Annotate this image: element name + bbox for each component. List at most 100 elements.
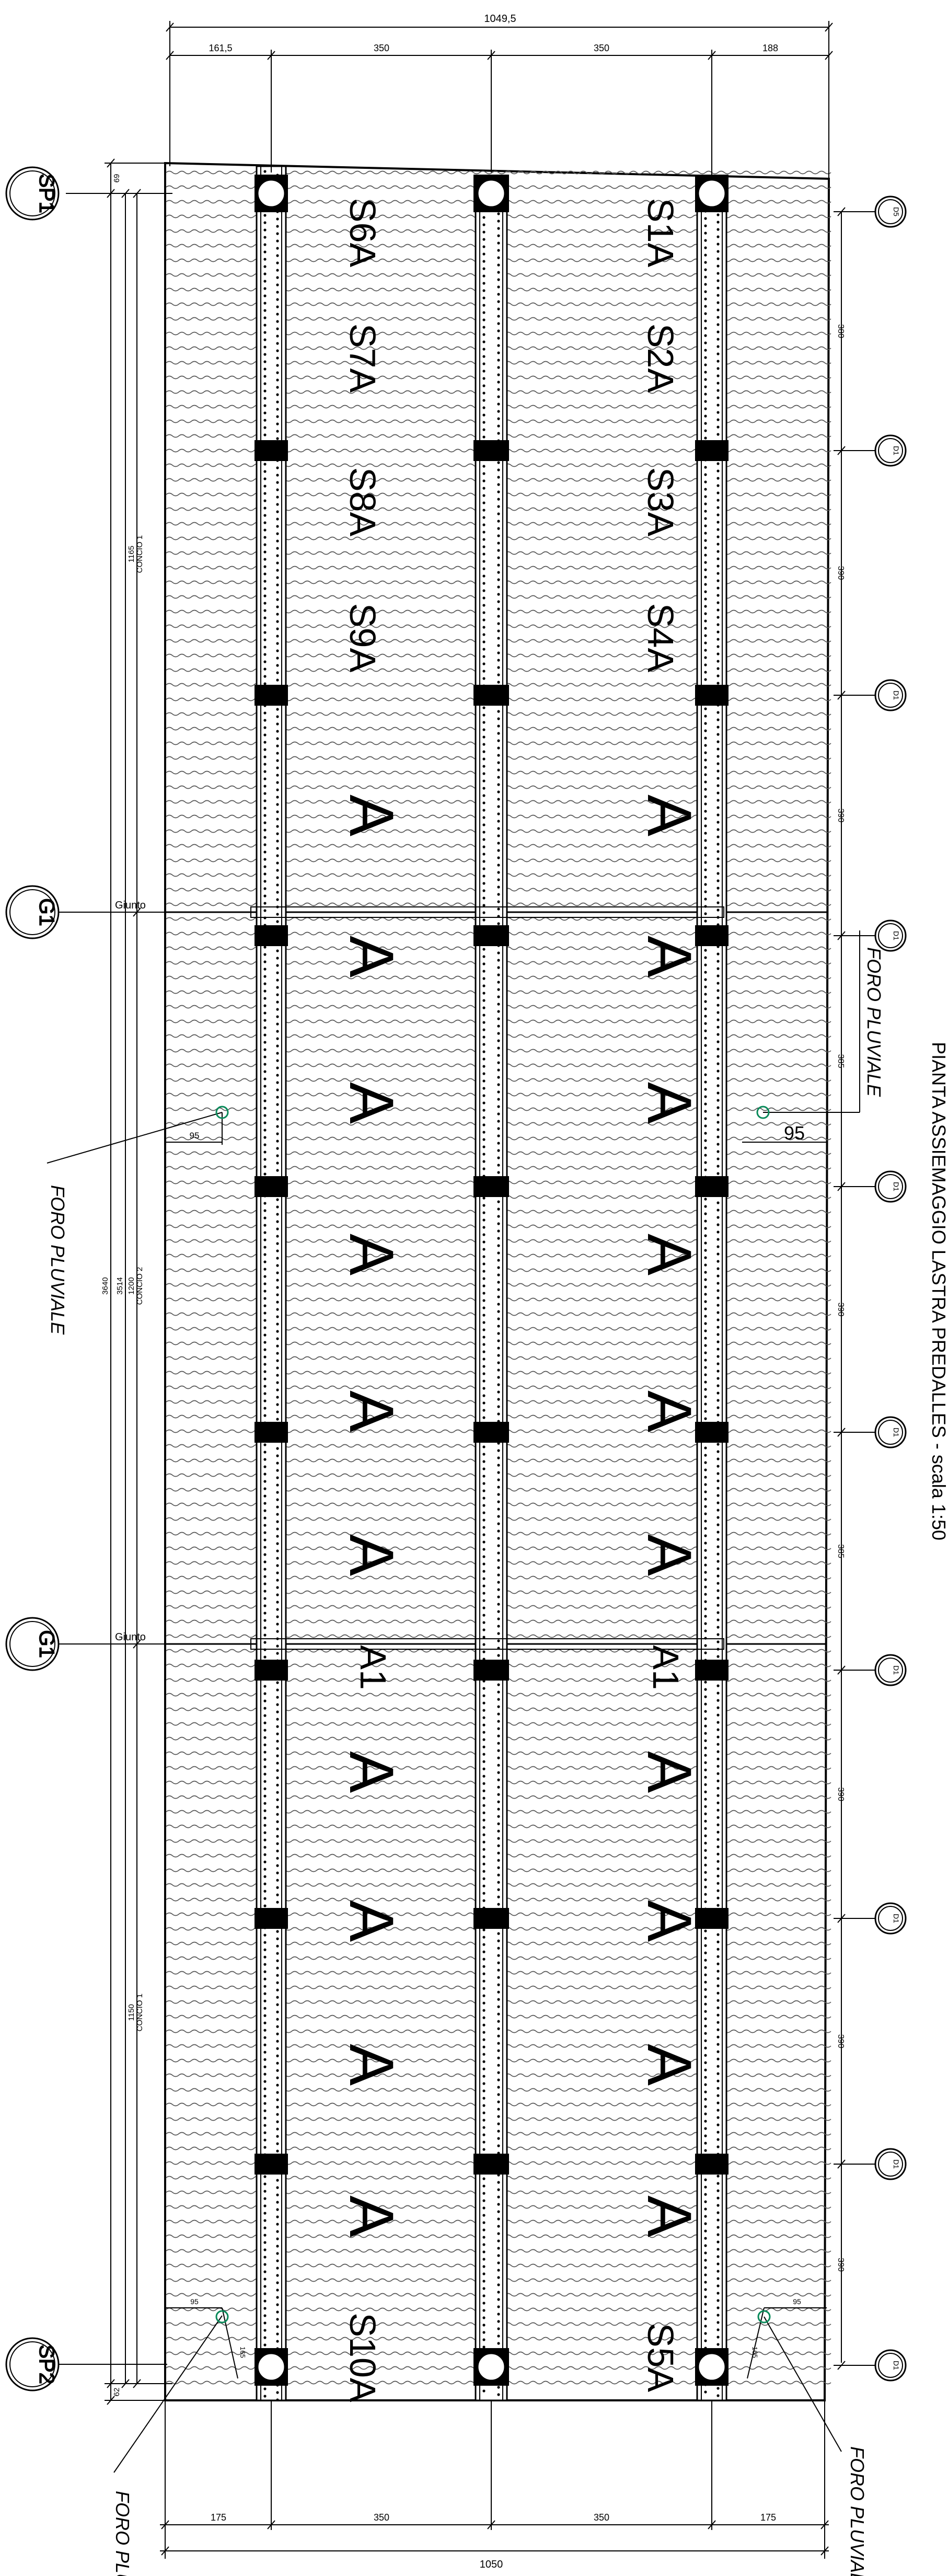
- beam-stud: [704, 312, 707, 315]
- beam-stud: [716, 1201, 720, 1204]
- beam-stud: [716, 1348, 720, 1351]
- beam-stud: [716, 1392, 720, 1395]
- beam-stud: [482, 779, 485, 783]
- beam-stud: [497, 1383, 500, 1386]
- beam-stud: [716, 2057, 720, 2061]
- beam-stud: [276, 730, 279, 733]
- beam-stud: [482, 1709, 485, 1712]
- beam-stud: [497, 1837, 500, 1840]
- beam-stud: [263, 1524, 267, 1527]
- beam-stud: [716, 791, 720, 795]
- beam-stud: [276, 1579, 279, 1582]
- beam-stud: [704, 268, 707, 271]
- beam-stud: [704, 1373, 707, 1376]
- beam-stud: [704, 1703, 707, 1706]
- beam-stud: [263, 499, 267, 502]
- beam-stud: [497, 1046, 500, 1050]
- beam-stud: [263, 1860, 267, 1864]
- dim-left-bottom-small: 62: [112, 2388, 121, 2397]
- beam-stud: [497, 2181, 500, 2184]
- beam-stud: [497, 966, 500, 969]
- beam-stud: [716, 799, 720, 802]
- beam-stud: [276, 356, 279, 360]
- beam-stud: [704, 2127, 707, 2130]
- beam-stud: [263, 1941, 267, 1944]
- beam-stud: [482, 1409, 485, 1412]
- beam-stud: [704, 1293, 707, 1296]
- beam-stud: [276, 1169, 279, 1172]
- beam-stud: [704, 371, 707, 374]
- beam-stud: [716, 821, 720, 824]
- slab-label-left: A: [337, 936, 407, 978]
- beam-stud: [716, 1699, 720, 1702]
- beam-stud: [276, 1981, 279, 1984]
- beam-stud: [497, 1786, 500, 1789]
- beam-stud: [482, 1489, 485, 1492]
- beam-stud: [704, 1585, 707, 1589]
- beam-stud: [276, 1381, 279, 1384]
- beam-stud: [704, 649, 707, 652]
- beam-stud: [276, 1776, 279, 1779]
- beam-stud: [276, 1996, 279, 1999]
- anchor: [697, 2352, 726, 2382]
- beam-stud: [276, 1227, 279, 1230]
- beam-stud: [482, 523, 485, 526]
- beam-stud: [716, 1948, 720, 1951]
- beam-stud: [482, 1533, 485, 1536]
- beam-stud: [276, 525, 279, 528]
- beam-stud: [716, 1472, 720, 1475]
- axis-bubble-label: D1: [892, 446, 900, 455]
- beam-stud: [482, 1021, 485, 1024]
- beam-stud: [482, 2316, 485, 2319]
- beam-joint: [473, 1660, 509, 1681]
- beam-stud: [716, 1399, 720, 1402]
- beam-stud: [497, 468, 500, 472]
- axis-bubble: [874, 2349, 907, 2382]
- beam-stud: [263, 865, 267, 868]
- beam-stud: [497, 1478, 500, 1481]
- beam-stud: [497, 1281, 500, 1284]
- beam-stud: [497, 1156, 500, 1159]
- beam-stud: [482, 1899, 485, 1902]
- beam-stud: [482, 282, 485, 285]
- beam-stud: [276, 1140, 279, 1143]
- beam-stud: [704, 1842, 707, 1845]
- beam-stud: [276, 737, 279, 740]
- slab-label-left: A1: [353, 1645, 394, 1690]
- beam-stud: [497, 542, 500, 545]
- beam-stud: [716, 1531, 720, 1534]
- beam-stud: [482, 2214, 485, 2217]
- beam-stud: [482, 2097, 485, 2100]
- beam-stud: [716, 316, 720, 319]
- beam-stud: [716, 1582, 720, 1585]
- beam-stud: [276, 1374, 279, 1377]
- beam-stud: [482, 252, 485, 256]
- beam-stud: [482, 1972, 485, 1975]
- beam-joint: [255, 1422, 288, 1443]
- beam-stud: [497, 1039, 500, 1042]
- beam-stud: [497, 424, 500, 428]
- beam-stud: [263, 2190, 267, 2193]
- beam-stud: [276, 1015, 279, 1018]
- beam-stud: [482, 1072, 485, 1075]
- slab-label-right: A: [634, 1751, 704, 1793]
- beam-stud: [482, 1284, 485, 1287]
- beam-stud: [482, 2038, 485, 2041]
- beam-stud: [497, 1266, 500, 1269]
- beam-stud: [716, 1816, 720, 1819]
- foro-label-bottom-left: FORO PLUVIALE: [112, 2491, 133, 2576]
- beam-stud: [716, 338, 720, 341]
- beam-stud: [704, 1959, 707, 1962]
- beam-stud: [497, 1888, 500, 1891]
- beam-stud: [482, 1358, 485, 1361]
- beam-stud: [276, 957, 279, 960]
- beam-stud: [482, 296, 485, 300]
- beam-stud: [276, 1344, 279, 1348]
- beam-stud: [497, 388, 500, 391]
- beam-joint: [695, 1176, 729, 1197]
- beam-stud: [482, 377, 485, 380]
- beam-stud: [276, 671, 279, 674]
- beam-stud: [482, 421, 485, 424]
- beam-stud: [263, 1275, 267, 1278]
- beam-stud: [497, 1098, 500, 1101]
